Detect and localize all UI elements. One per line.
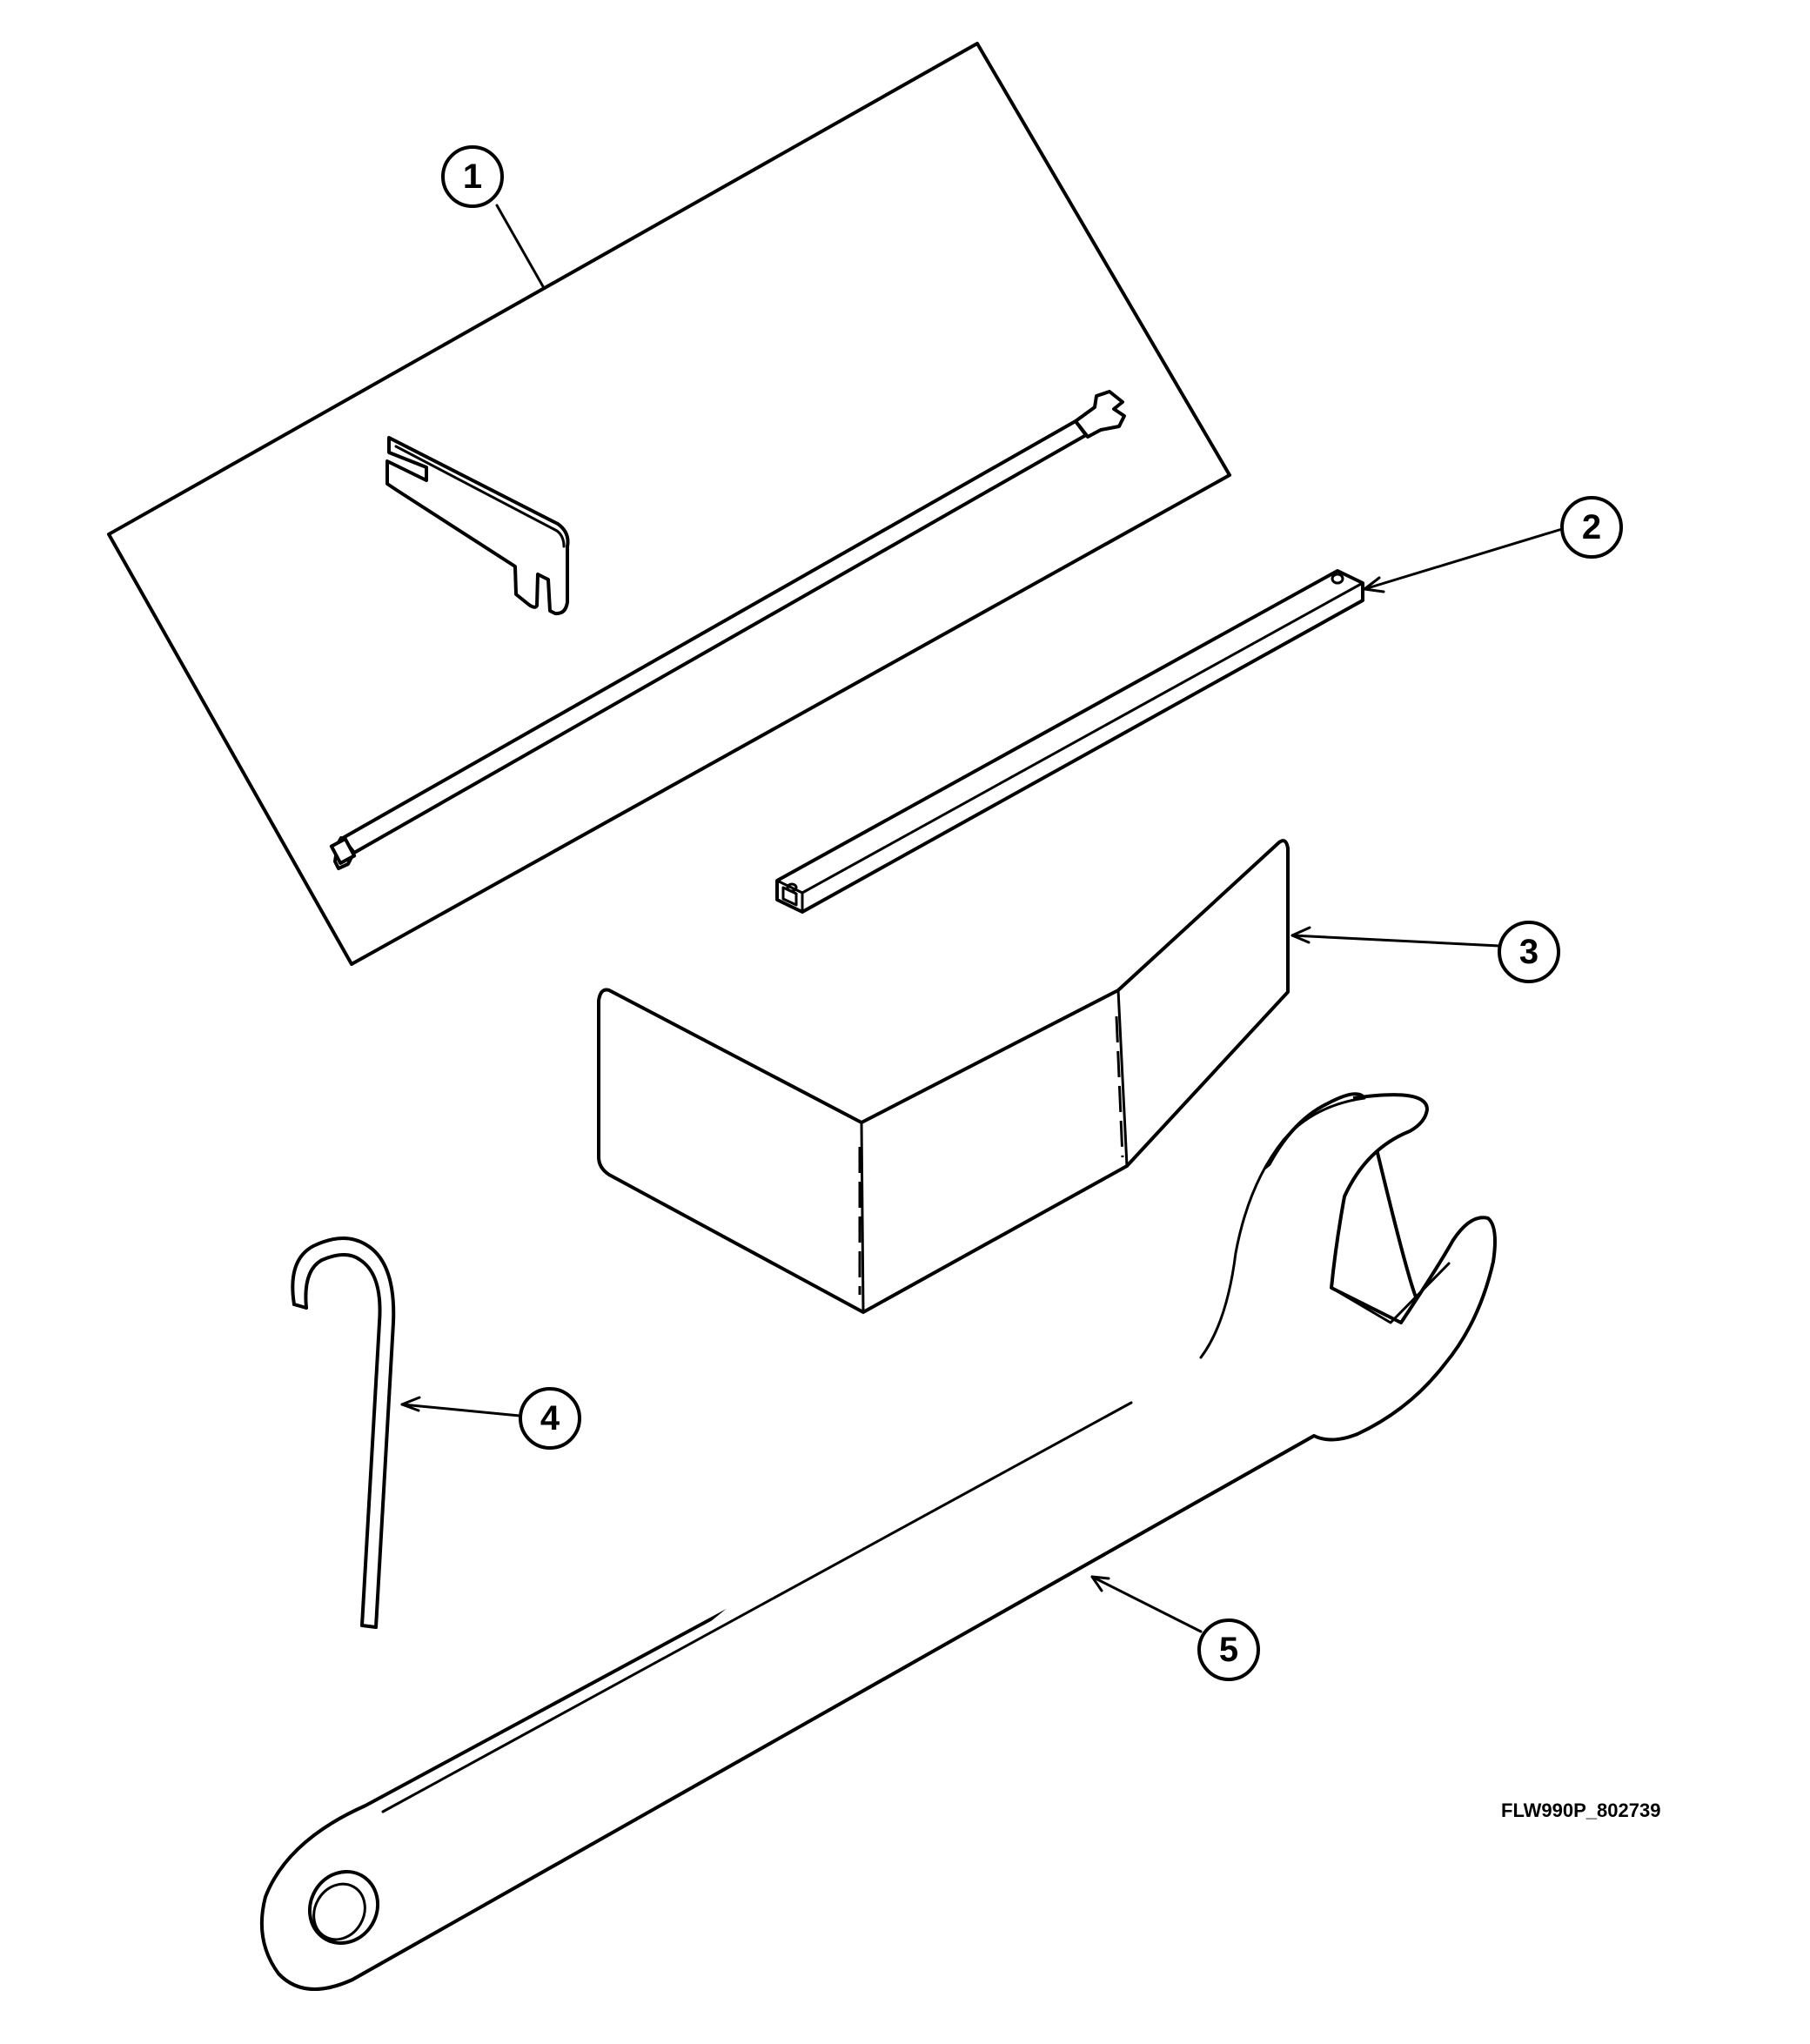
callout-2: 2 — [1560, 496, 1623, 559]
long-rod-tool — [329, 390, 1126, 870]
leader-lines — [400, 204, 1564, 1633]
callout-3: 3 — [1498, 921, 1560, 983]
callout-2-label: 2 — [1582, 508, 1601, 546]
callout-5: 5 — [1197, 1618, 1260, 1681]
spanner-wrench — [259, 1092, 1497, 1991]
kit-outline — [107, 42, 1231, 966]
callout-4-label: 4 — [540, 1399, 560, 1438]
slotted-tool — [385, 436, 570, 616]
callout-5-label: 5 — [1219, 1631, 1238, 1669]
square-drive-bar — [775, 569, 1364, 914]
bent-sheet-gauge — [597, 839, 1290, 1314]
callout-4: 4 — [519, 1387, 581, 1450]
hook-rod — [291, 1236, 396, 1629]
callout-1: 1 — [441, 145, 504, 208]
callout-3-label: 3 — [1519, 933, 1538, 971]
drawing-id: FLW990P_802739 — [1501, 1799, 1660, 1821]
kit-group — [107, 42, 1231, 966]
callout-1-label: 1 — [463, 157, 482, 196]
